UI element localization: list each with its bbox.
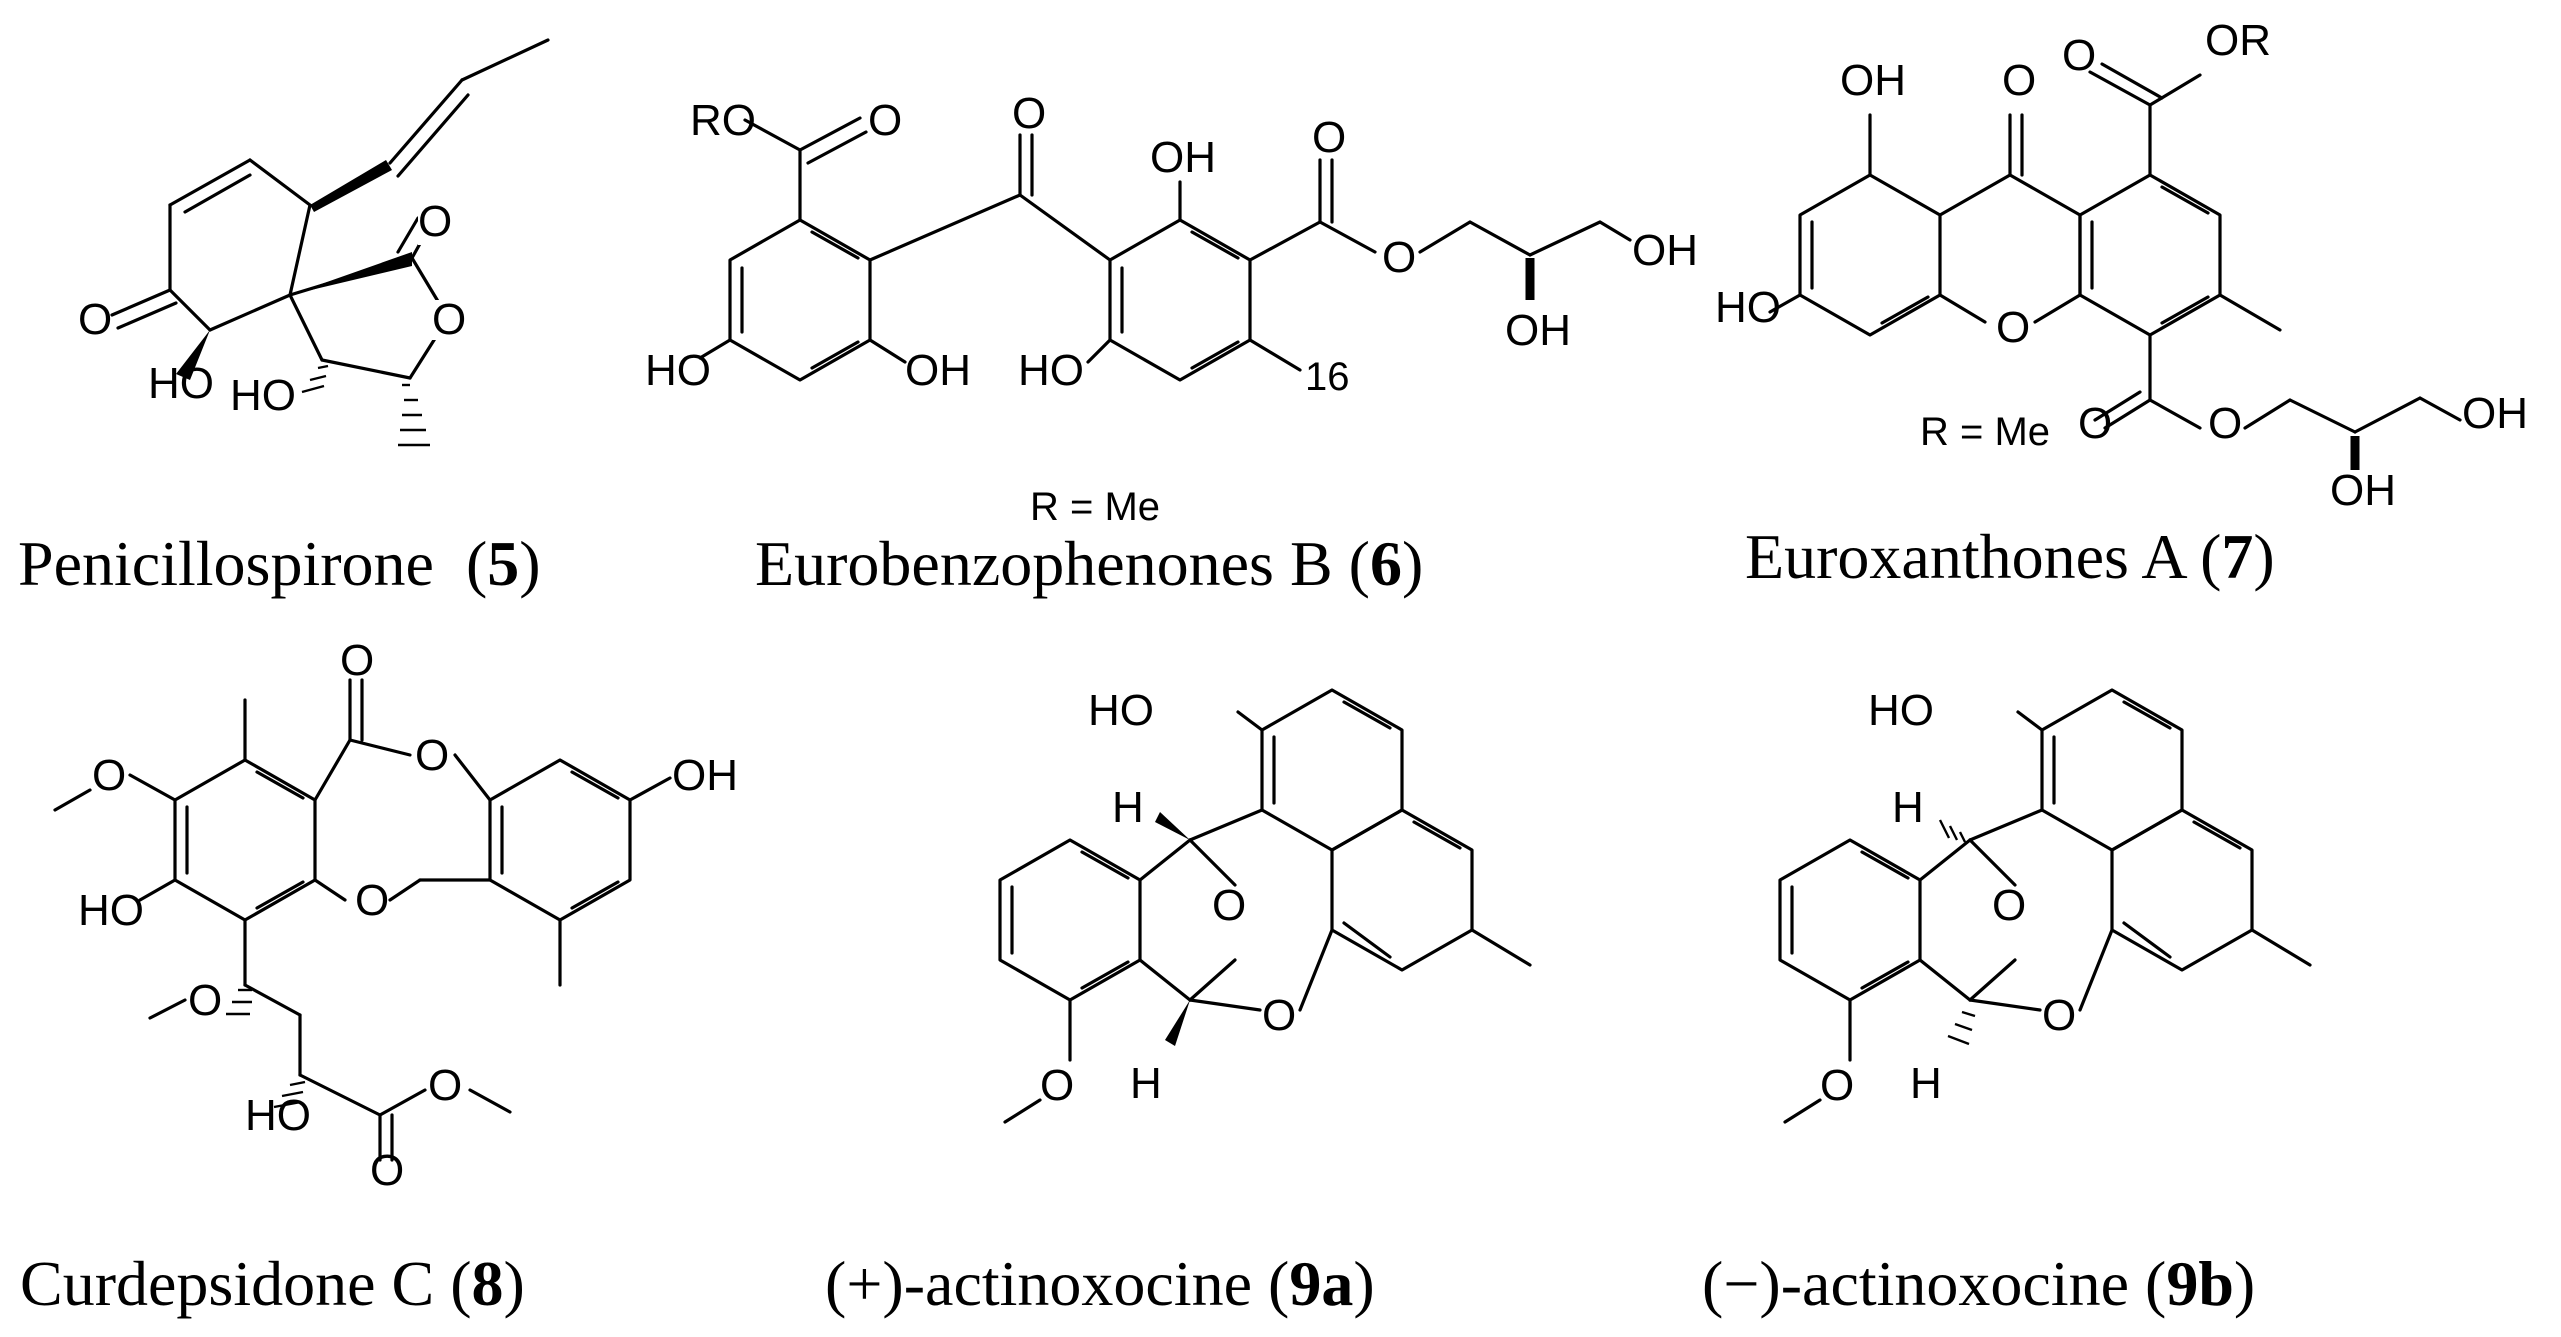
caption-c6-name: Eurobenzophenones B bbox=[755, 528, 1333, 599]
c8-atom-7: HO bbox=[245, 1091, 311, 1140]
c6-atom-7: OH bbox=[1505, 306, 1571, 355]
c9a-atom-1: H bbox=[1112, 783, 1144, 832]
c9b-atom-0: HO bbox=[1868, 686, 1934, 735]
c8-atom-4: O bbox=[92, 751, 126, 800]
c7-atom-4: HO bbox=[1715, 283, 1781, 332]
c9b-atom-4: O bbox=[1820, 1061, 1854, 1110]
caption-c6-number: 6 bbox=[1370, 528, 1402, 599]
c6-atom-4: O bbox=[1312, 113, 1346, 162]
c6-note-0: 16 bbox=[1305, 355, 1350, 399]
c6-atom-8: HO bbox=[645, 346, 711, 395]
caption-c9b-name: (−)-actinoxocine bbox=[1702, 1248, 2129, 1319]
structure-c9b: HO H O O O H bbox=[1778, 686, 2312, 1124]
c9a-atom-4: O bbox=[1040, 1061, 1074, 1110]
c8-atom-1: O bbox=[415, 731, 449, 780]
c5-atom-3: HO bbox=[148, 359, 214, 408]
c7-atom-3: OR bbox=[2205, 16, 2271, 65]
c5-atom-0: O bbox=[418, 197, 452, 246]
caption-c7-number: 7 bbox=[2221, 521, 2253, 592]
structure-c7: OH O O OR HO O O O OH OH R = Me bbox=[1715, 16, 2528, 515]
caption-c5-number: 5 bbox=[487, 528, 519, 599]
caption-c9b-number: 9b bbox=[2166, 1248, 2234, 1319]
c8-atom-6: O bbox=[188, 976, 222, 1025]
structure-c8: O O O OH O HO O HO O O bbox=[53, 636, 738, 1195]
c6-atom-1: O bbox=[868, 96, 902, 145]
c9b-atom-2: O bbox=[1992, 881, 2026, 930]
caption-c9a-name: (+)-actinoxocine bbox=[825, 1248, 1252, 1319]
caption-c5-name: Penicillospirone bbox=[18, 528, 434, 599]
c5-atom-2: O bbox=[78, 295, 112, 344]
c8-atom-0: O bbox=[340, 636, 374, 685]
c8-atom-9: O bbox=[370, 1146, 404, 1195]
c5-atom-1: O bbox=[432, 295, 466, 344]
c5-atom-4: HO bbox=[230, 371, 296, 420]
c7-atom-8: OH bbox=[2462, 389, 2528, 438]
caption-c7-name: Euroxanthones A bbox=[1745, 521, 2187, 592]
c7-atom-9: OH bbox=[2330, 466, 2396, 515]
caption-c8: Curdepsidone C (8) bbox=[20, 1248, 525, 1319]
c7-note-0: R = Me bbox=[1920, 410, 2050, 454]
c9a-atom-0: HO bbox=[1088, 686, 1154, 735]
structure-c5: O O O HO HO bbox=[78, 38, 550, 447]
c9b-atom-3: O bbox=[2042, 991, 2076, 1040]
caption-c9a-number: 9a bbox=[1289, 1248, 1353, 1319]
structure-c9a: HO H O O O H bbox=[998, 686, 1532, 1124]
c6-atom-6: OH bbox=[1632, 226, 1698, 275]
c6-atom-0: RO bbox=[690, 96, 756, 145]
c7-atom-6: O bbox=[2078, 399, 2112, 448]
structure-c6: RO O O OH O O OH OH HO OH HO 16 R = Me bbox=[645, 89, 1698, 529]
c7-atom-0: OH bbox=[1840, 56, 1906, 105]
caption-c8-name: Curdepsidone C bbox=[20, 1248, 434, 1319]
caption-c9a: (+)-actinoxocine (9a) bbox=[825, 1248, 1375, 1319]
c8-atom-2: O bbox=[355, 876, 389, 925]
c6-atom-9: OH bbox=[905, 346, 971, 395]
c6-atom-3: OH bbox=[1150, 133, 1216, 182]
c7-atom-7: O bbox=[2208, 399, 2242, 448]
c6-atom-2: O bbox=[1012, 89, 1046, 138]
caption-c7: Euroxanthones A (7) bbox=[1745, 521, 2275, 592]
c6-atom-5: O bbox=[1382, 233, 1416, 282]
c7-atom-5: O bbox=[1996, 303, 2030, 352]
caption-c5: Penicillospirone (5) bbox=[18, 528, 541, 599]
c8-atom-3: OH bbox=[672, 751, 738, 800]
caption-c9b: (−)-actinoxocine (9b) bbox=[1702, 1248, 2255, 1319]
c8-atom-5: HO bbox=[78, 886, 144, 935]
c6-atom-10: HO bbox=[1018, 346, 1084, 395]
c9a-atom-3: O bbox=[1262, 991, 1296, 1040]
c9b-atom-5: H bbox=[1910, 1059, 1942, 1108]
c9a-atom-5: H bbox=[1130, 1059, 1162, 1108]
c7-atom-2: O bbox=[2062, 31, 2096, 80]
c6-note-1: R = Me bbox=[1030, 485, 1160, 529]
c9a-atom-2: O bbox=[1212, 881, 1246, 930]
caption-c8-number: 8 bbox=[472, 1248, 504, 1319]
c9b-atom-1: H bbox=[1892, 783, 1924, 832]
c8-atom-8: O bbox=[428, 1061, 462, 1110]
c7-atom-1: O bbox=[2002, 56, 2036, 105]
caption-c6: Eurobenzophenones B (6) bbox=[755, 528, 1423, 599]
